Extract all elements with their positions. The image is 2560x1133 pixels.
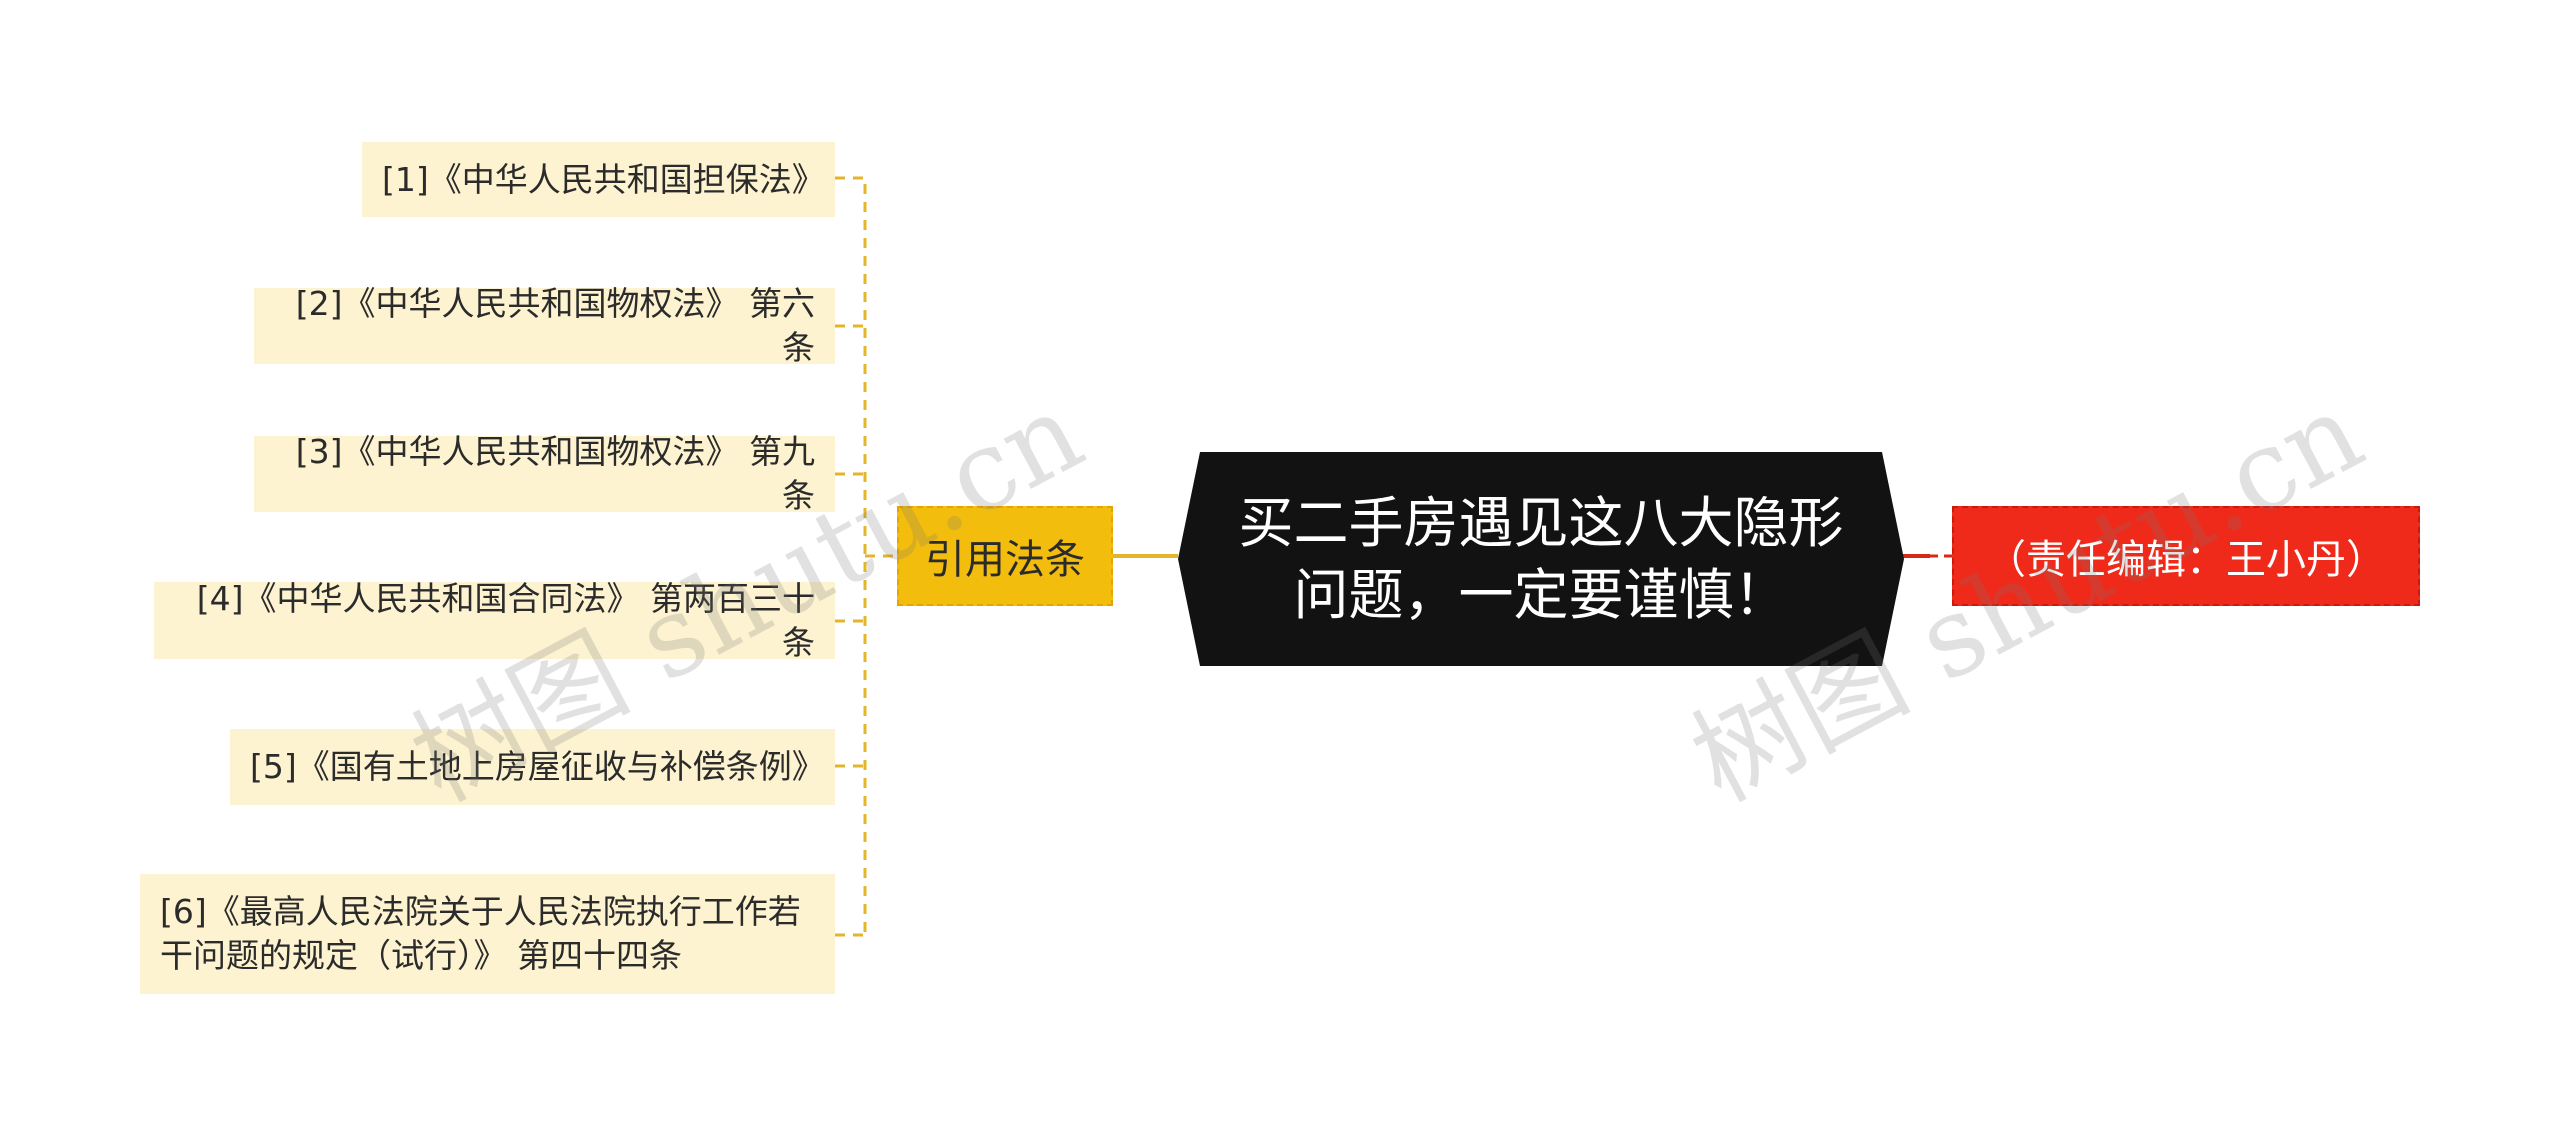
leaf-law-4-text: [4]《中华人民共和国合同法》 第两百三十条 <box>196 578 815 662</box>
leaf-law-6[interactable]: [6]《最高人民法院关于人民法院执行工作若 干问题的规定（试行）》 第四十四条 <box>140 874 835 994</box>
leaf-law-3-text: [3]《中华人民共和国物权法》 第九条 <box>295 432 815 515</box>
leaf-law-5[interactable]: [5]《国有土地上房屋征收与补偿条例》 <box>230 729 835 805</box>
root-node-shape <box>1178 452 1904 666</box>
leaf-law-1[interactable]: [1]《中华人民共和国担保法》 <box>362 142 835 217</box>
editor-credit-label: （责任编辑：王小丹） <box>1986 537 2386 583</box>
branch-cited-laws[interactable]: 引用法条 <box>897 506 1113 606</box>
root-node[interactable]: 买二手房遇见这八大隐形 问题，一定要谨慎！ <box>1178 452 1904 666</box>
leaf-law-2[interactable]: [2]《中华人民共和国物权法》 第六条 <box>254 284 835 367</box>
root-title-line1: 买二手房遇见这八大隐形 <box>1238 491 1844 555</box>
leaf-law-5-text: [5]《国有土地上房屋征收与补偿条例》 <box>250 747 825 786</box>
leaf-law-4[interactable]: [4]《中华人民共和国合同法》 第两百三十条 <box>154 579 835 662</box>
leaf-law-6-line2: 干问题的规定（试行）》 第四十四条 <box>160 936 682 975</box>
leaf-law-3[interactable]: [3]《中华人民共和国物权法》 第九条 <box>254 432 835 515</box>
leaf-law-6-line1: [6]《最高人民法院关于人民法院执行工作若 <box>160 892 801 931</box>
root-title-line2: 问题，一定要谨慎！ <box>1293 563 1789 627</box>
leaf-law-1-text: [1]《中华人民共和国担保法》 <box>382 159 825 199</box>
leaf-law-2-text: [2]《中华人民共和国物权法》 第六条 <box>295 284 815 367</box>
editor-credit-node[interactable]: （责任编辑：王小丹） <box>1952 506 2420 606</box>
branch-cited-laws-label: 引用法条 <box>925 537 1085 583</box>
